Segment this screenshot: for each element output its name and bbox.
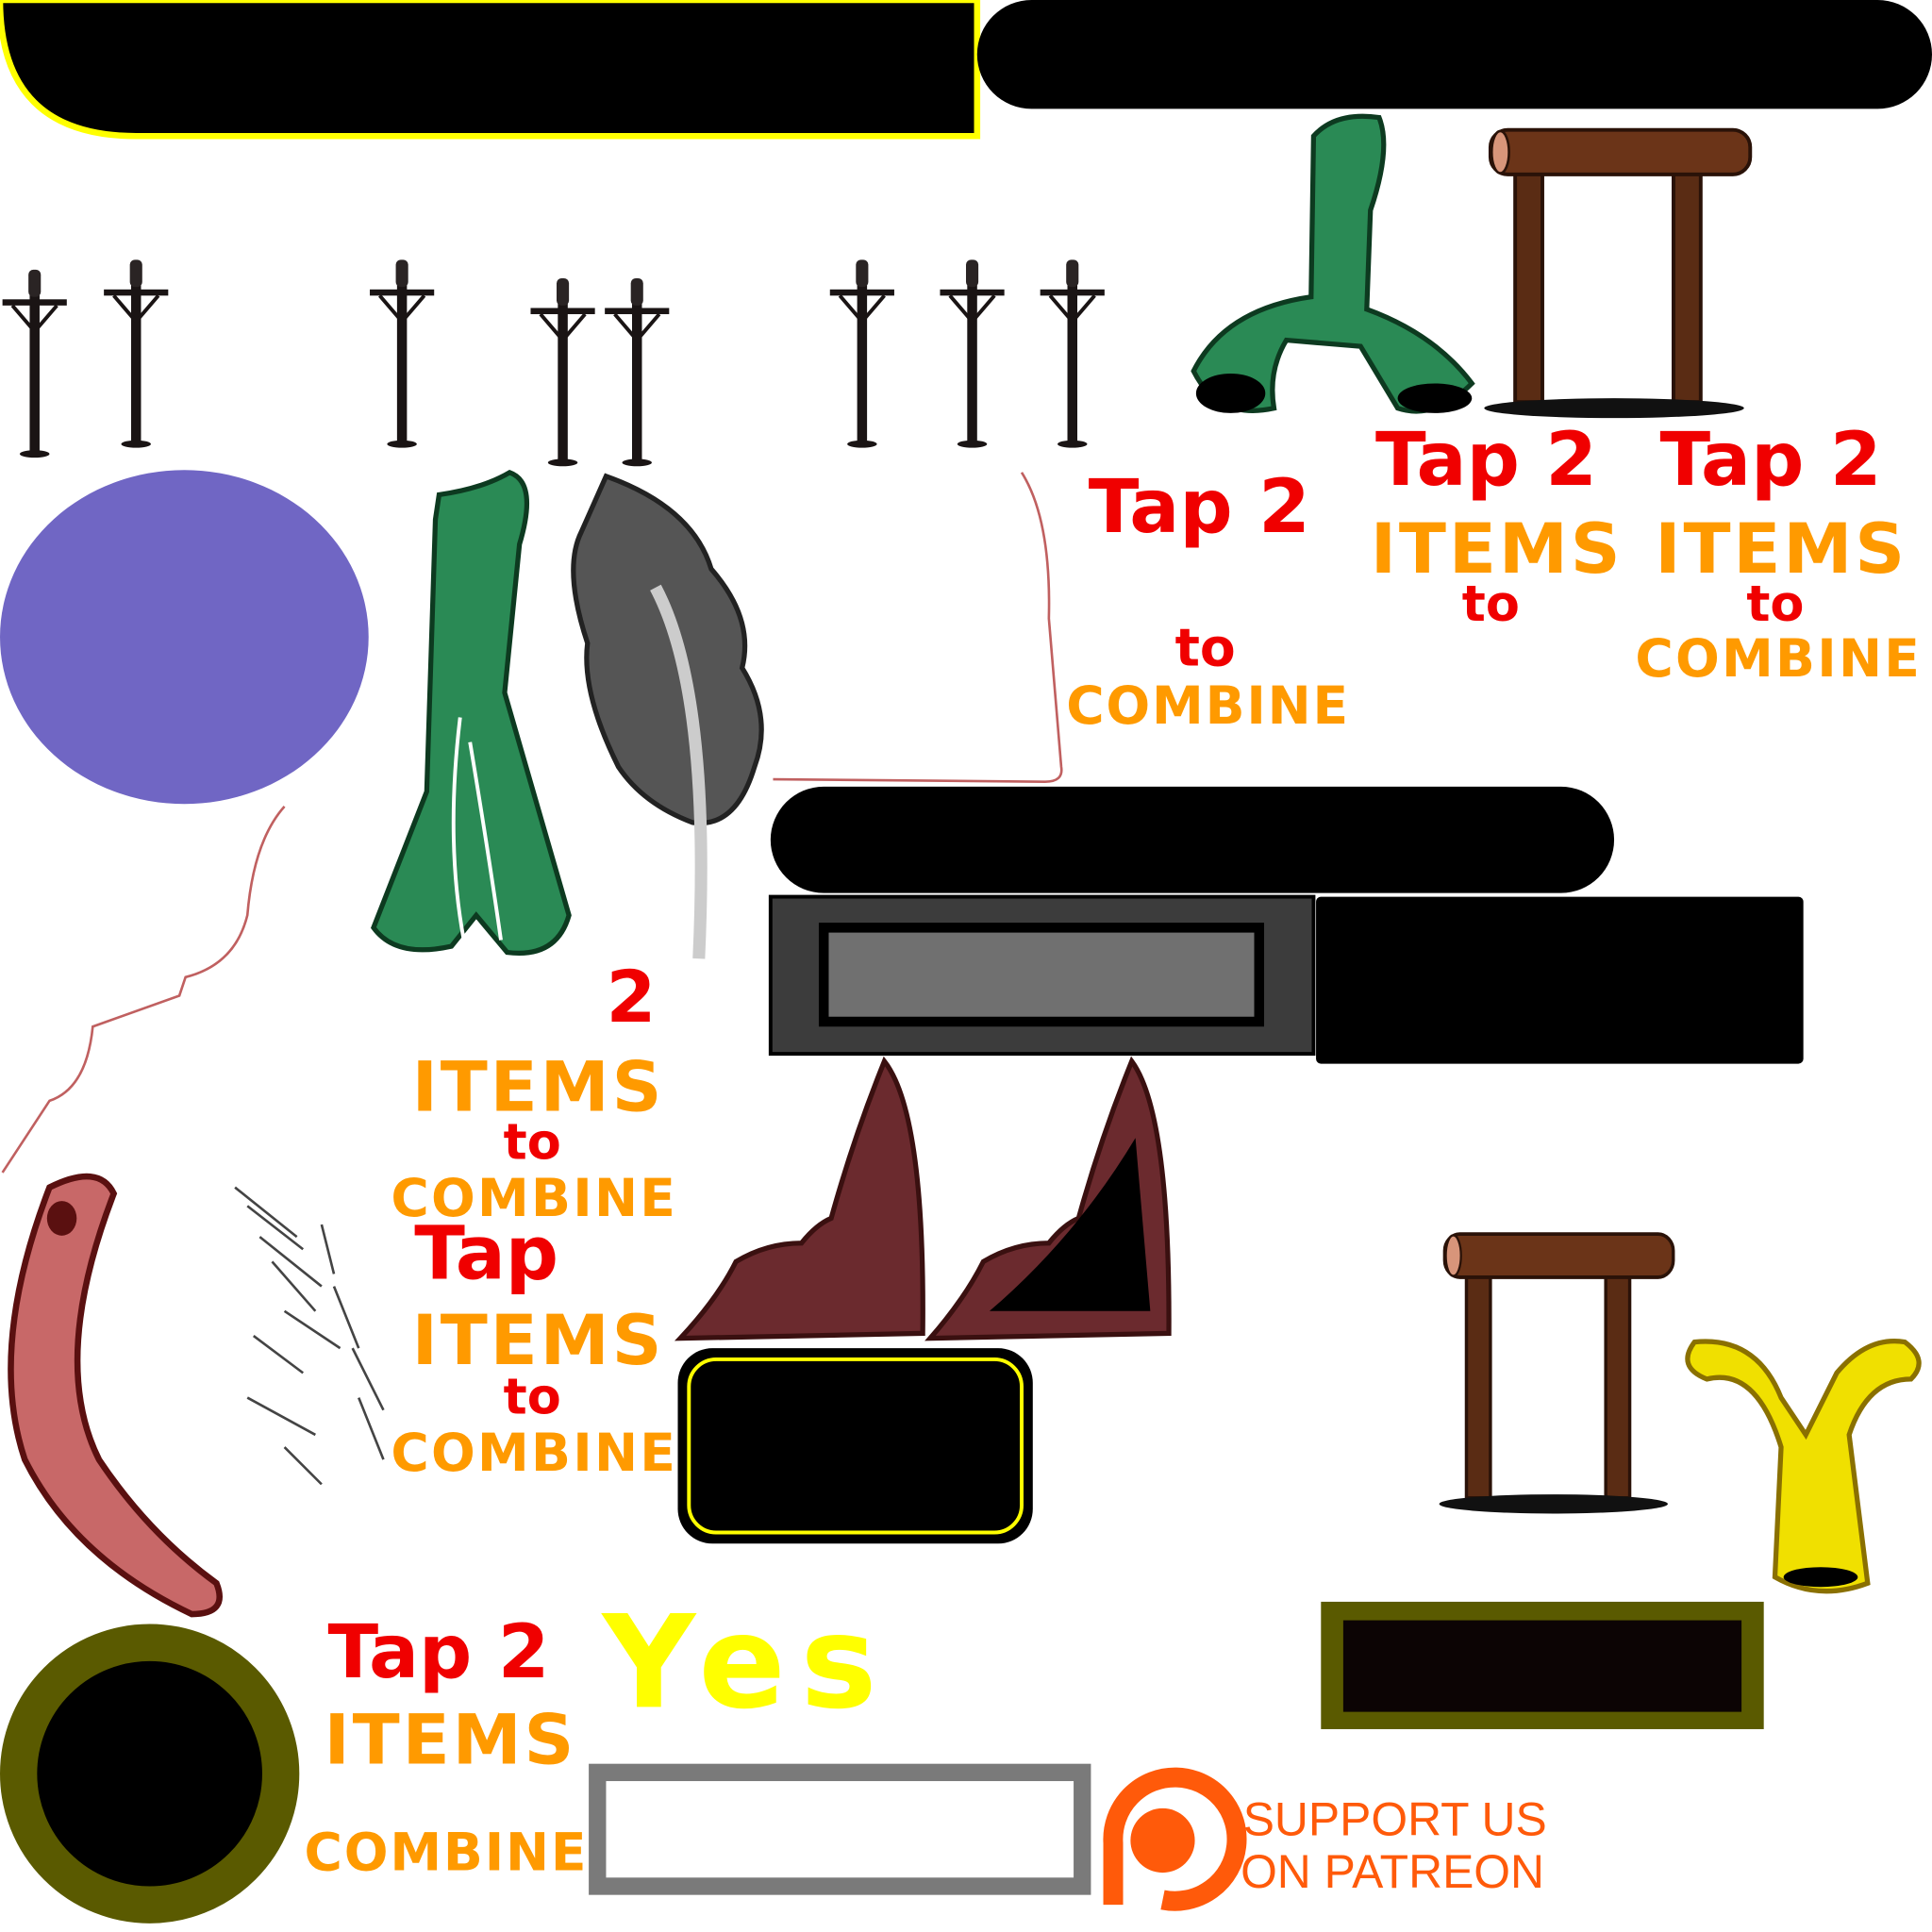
olive-ring	[0, 1624, 300, 1924]
svg-text:COMBINE: COMBINE	[391, 1168, 675, 1228]
svg-text:ITEMS: ITEMS	[1371, 509, 1621, 590]
svg-text:Tap 2: Tap 2	[327, 1608, 549, 1695]
gray-feather-sprite	[571, 473, 764, 826]
feather-scribble-sprite	[234, 1186, 385, 1486]
patreon-line-1[interactable]: SUPPORT US	[1243, 1793, 1547, 1846]
patreon-line-2[interactable]: ON PATREON	[1241, 1845, 1544, 1898]
red-horn-sprite	[8, 1173, 223, 1618]
tap-to-combine-label-3: Tap 2 ITEMS to COMBINE	[1635, 416, 1920, 689]
bubble-outline	[773, 472, 1063, 783]
green-bone-sprite	[371, 469, 572, 956]
green-legs-sprite	[1191, 113, 1475, 414]
yellow-horn-sprite	[1685, 1339, 1922, 1594]
power-pole-sprites	[0, 258, 1107, 469]
svg-text:ITEMS: ITEMS	[1655, 509, 1905, 590]
svg-text:to: to	[1462, 575, 1520, 633]
svg-text:Tap 2: Tap 2	[1375, 416, 1597, 503]
svg-text:COMBINE: COMBINE	[1066, 675, 1348, 736]
top-right-banner	[976, 0, 1932, 109]
tap-to-combine-label-1: Tap 2 to COMBINE	[1066, 463, 1348, 736]
maroon-horn-sprite	[674, 1056, 925, 1341]
gray-input-frame	[589, 1763, 1091, 1895]
top-left-banner	[0, 0, 981, 140]
bubble-tail	[1, 805, 286, 1174]
svg-text:COMBINE: COMBINE	[1635, 628, 1920, 689]
tap-to-combine-label-4: 2 ITEMS to COMBINE	[391, 955, 675, 1228]
svg-text:2: 2	[606, 955, 656, 1039]
svg-text:Tap 2: Tap 2	[1660, 416, 1882, 503]
tap-to-combine-label-2: Tap 2 ITEMS to	[1371, 416, 1621, 633]
wooden-gate-sprite	[1482, 127, 1753, 421]
svg-text:Tap: Tap	[414, 1210, 558, 1297]
svg-text:ITEMS: ITEMS	[412, 1047, 662, 1127]
svg-text:COMBINE: COMBINE	[305, 1822, 587, 1882]
svg-text:Tap 2: Tap 2	[1089, 463, 1310, 550]
svg-text:ITEMS: ITEMS	[325, 1701, 575, 1781]
svg-text:COMBINE: COMBINE	[391, 1423, 675, 1483]
svg-text:to: to	[504, 1114, 561, 1172]
black-panel	[1316, 896, 1804, 1064]
yes-label: Yes	[601, 1588, 877, 1738]
svg-text:to: to	[504, 1369, 561, 1426]
black-dialog-box	[677, 1348, 1033, 1544]
svg-text:ITEMS: ITEMS	[412, 1301, 662, 1381]
tap-to-combine-label-6: Tap 2 ITEMS COMBINE	[305, 1608, 587, 1883]
purple-circle	[0, 470, 369, 805]
wooden-gate-sprite-2	[1437, 1232, 1675, 1516]
svg-text:to: to	[1175, 617, 1236, 677]
svg-text:to: to	[1746, 575, 1804, 633]
patreon-logo-icon	[1103, 1767, 1247, 1911]
black-pill-panel	[770, 786, 1615, 893]
tap-to-combine-label-5: Tap ITEMS to COMBINE	[391, 1210, 675, 1483]
